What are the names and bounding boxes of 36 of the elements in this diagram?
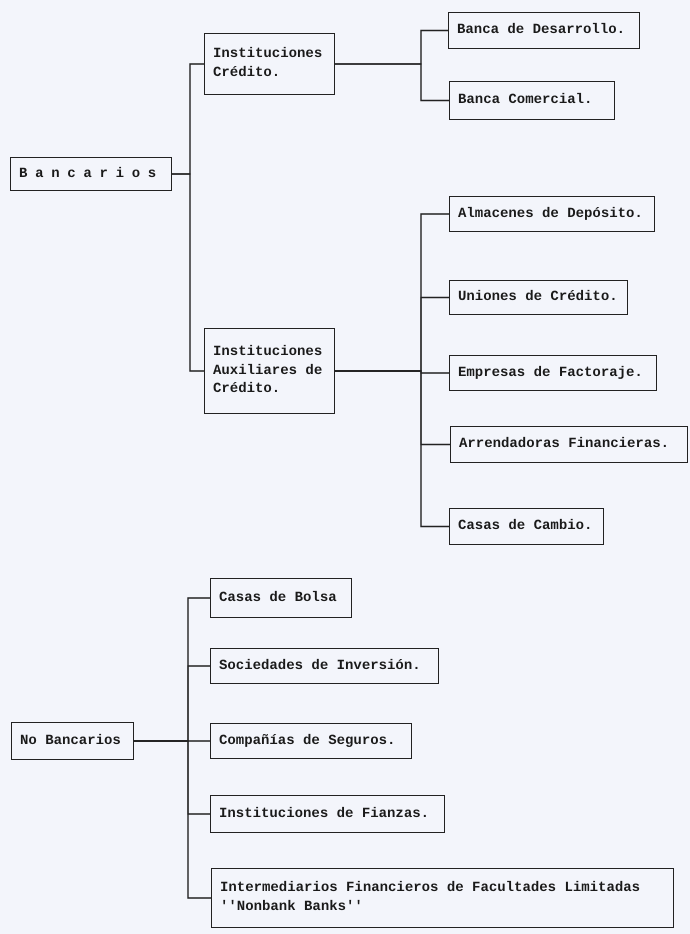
connector-line [335, 63, 449, 102]
category-box [448, 12, 640, 49]
category-box [211, 868, 674, 928]
category-label: Sociedades de Inversión. [219, 656, 421, 676]
category-box [210, 648, 439, 684]
category-label: Bancarios [19, 164, 164, 184]
category-box [449, 81, 615, 120]
category-box [449, 508, 604, 545]
category-label: Compañías de Seguros. [219, 732, 396, 750]
category-box [204, 328, 335, 414]
category-box [449, 280, 628, 315]
category-box [11, 722, 134, 760]
category-label: Instituciones de Fianzas. [219, 804, 430, 824]
category-label: Uniones de Crédito. [458, 288, 618, 307]
category-label: Casas de Bolsa [219, 588, 337, 608]
category-label: No Bancarios [20, 732, 121, 750]
connector-line [335, 370, 449, 528]
category-label: Banca Comercial. [458, 91, 592, 110]
category-box [210, 795, 445, 833]
category-box [449, 196, 655, 232]
category-label: Banca de Desarrollo. [457, 21, 626, 40]
category-label: Intermediarios Financieros de Facultades Limitadas ''Nonbank Banks'' [220, 879, 642, 917]
category-box [450, 426, 688, 463]
category-box [449, 355, 657, 391]
connector-line [172, 173, 204, 372]
category-box [210, 578, 352, 618]
category-label: Casas de Cambio. [458, 517, 592, 536]
category-label: Almacenes de Depósito. [458, 204, 643, 224]
category-box [210, 723, 412, 759]
category-label: Instituciones Auxiliares de Crédito. [213, 342, 324, 400]
category-label: Instituciones Crédito. [213, 45, 324, 83]
connector-line [134, 740, 211, 899]
category-label: Arrendadoras Financieras. [459, 435, 670, 454]
category-box [10, 157, 172, 191]
category-label: Empresas de Factoraje. [458, 364, 643, 382]
category-box [204, 33, 335, 95]
